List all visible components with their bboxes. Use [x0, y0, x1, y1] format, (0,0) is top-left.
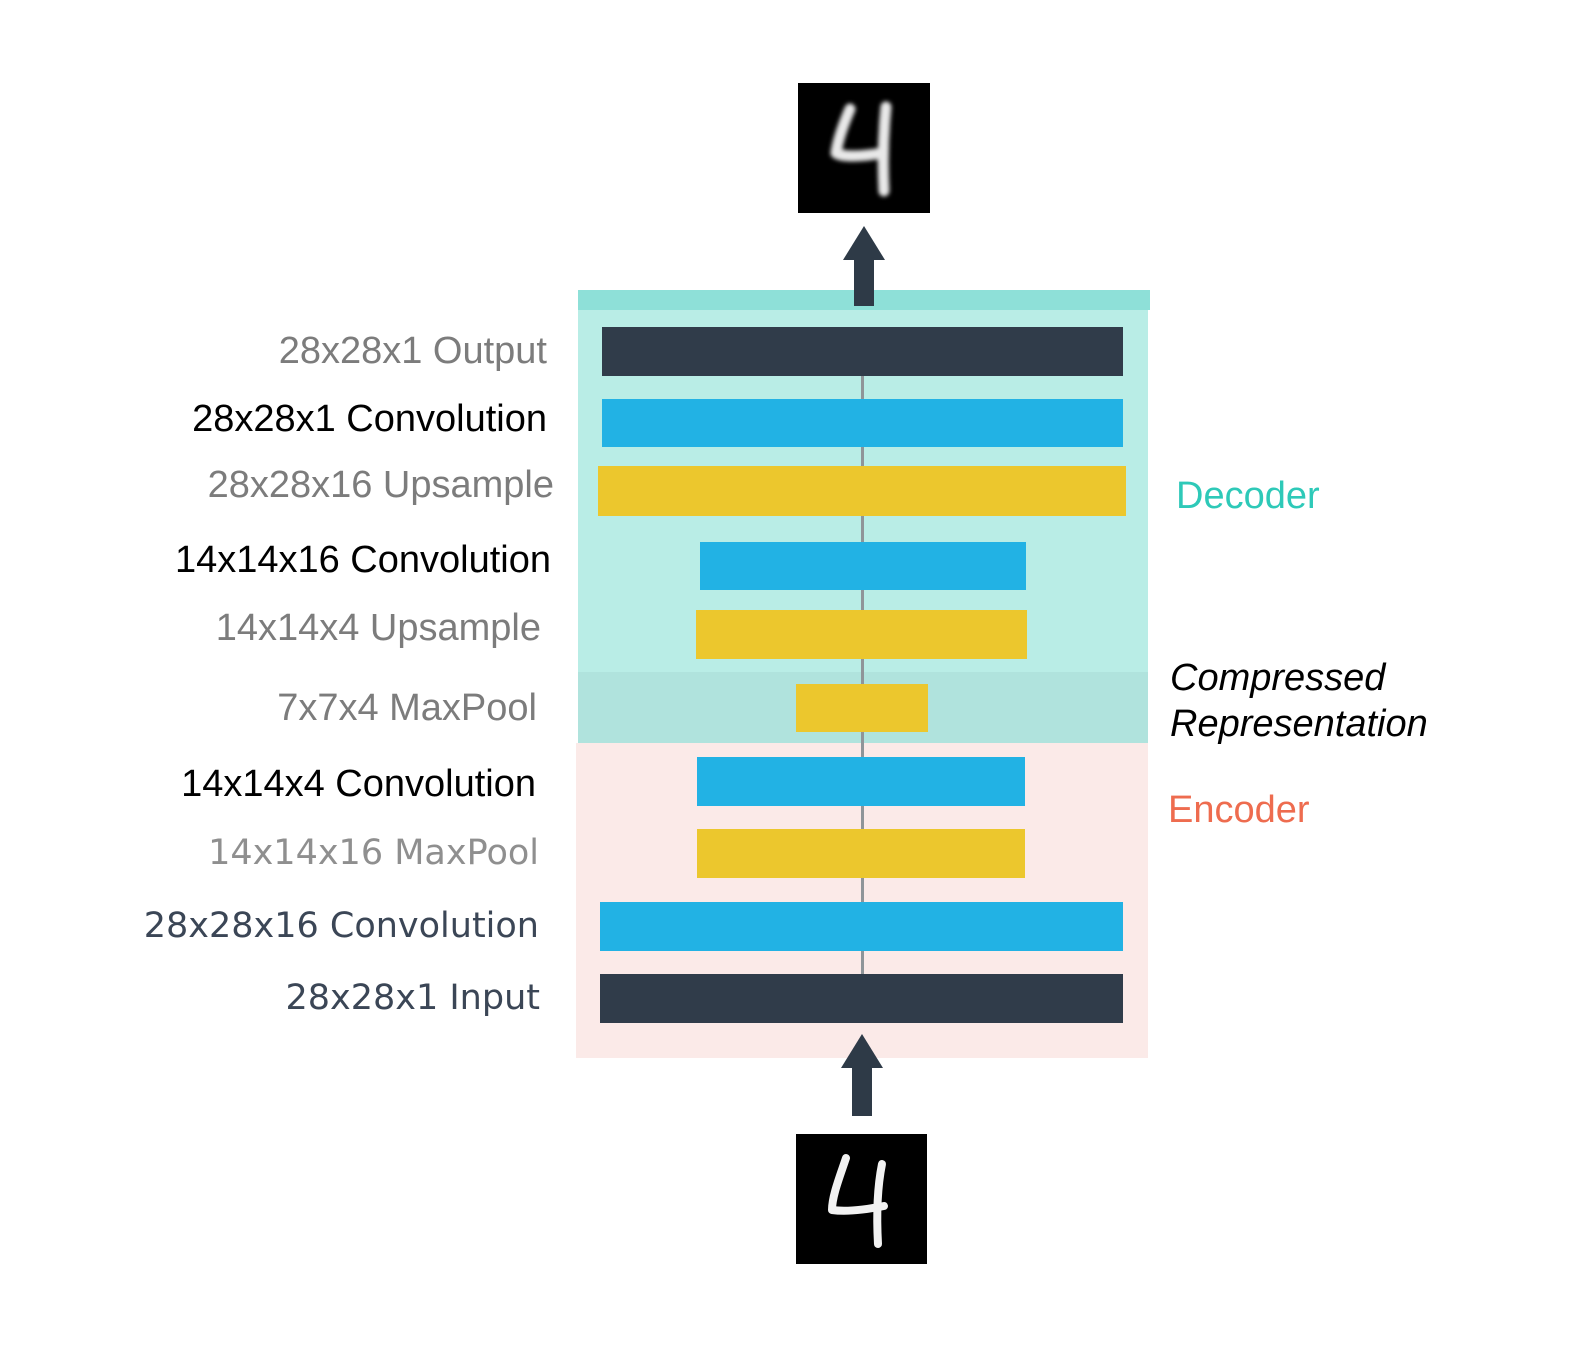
layer-bar-maxpool-14x14x16 [697, 829, 1025, 878]
layer-bar-conv-28x28x16 [600, 902, 1123, 951]
layer-label-maxpool-14x14x16: 14x14x16 MaxPool [208, 833, 539, 873]
output-arrow-head-icon [843, 226, 885, 260]
layer-label-conv-28x28x1: 28x28x1 Convolution [192, 398, 547, 440]
layer-bar-conv-14x14x16 [700, 542, 1026, 590]
output-arrow-shaft [854, 258, 874, 306]
layer-label-maxpool-7x7x4: 7x7x4 MaxPool [277, 687, 537, 729]
layer-bar-input [600, 974, 1123, 1023]
layer-bar-upsample-14x14x4 [696, 610, 1027, 659]
layer-label-upsample-28x28x16: 28x28x16 Upsample [207, 464, 554, 506]
layer-label-input: 28x28x1 Input [285, 978, 540, 1018]
layer-label-conv-14x14x4: 14x14x4 Convolution [181, 763, 536, 805]
layer-bar-maxpool-7x7x4 [796, 684, 928, 732]
layer-label-upsample-14x14x4: 14x14x4 Upsample [215, 607, 541, 649]
layer-bar-conv-28x28x1 [602, 399, 1123, 447]
input-digit-image [796, 1134, 927, 1264]
layer-bar-upsample-28x28x16 [598, 466, 1126, 516]
layer-bar-output [602, 327, 1123, 376]
decoder-label: Decoder [1176, 475, 1320, 517]
center-connector-line [861, 376, 864, 976]
output-digit-image [798, 83, 930, 213]
layer-label-conv-14x14x16: 14x14x16 Convolution [174, 539, 551, 581]
layer-label-conv-28x28x16: 28x28x16 Convolution [143, 906, 539, 946]
compressed-representation-label: Compressed Representation [1170, 655, 1428, 747]
input-arrow-head-icon [841, 1034, 883, 1068]
layer-label-output: 28x28x1 Output [278, 330, 547, 372]
encoder-label: Encoder [1168, 789, 1310, 831]
input-arrow-shaft [852, 1066, 872, 1116]
compressed-label-line1: Compressed [1170, 657, 1386, 699]
layer-bar-conv-14x14x4 [697, 757, 1025, 806]
compressed-label-line2: Representation [1170, 703, 1428, 745]
